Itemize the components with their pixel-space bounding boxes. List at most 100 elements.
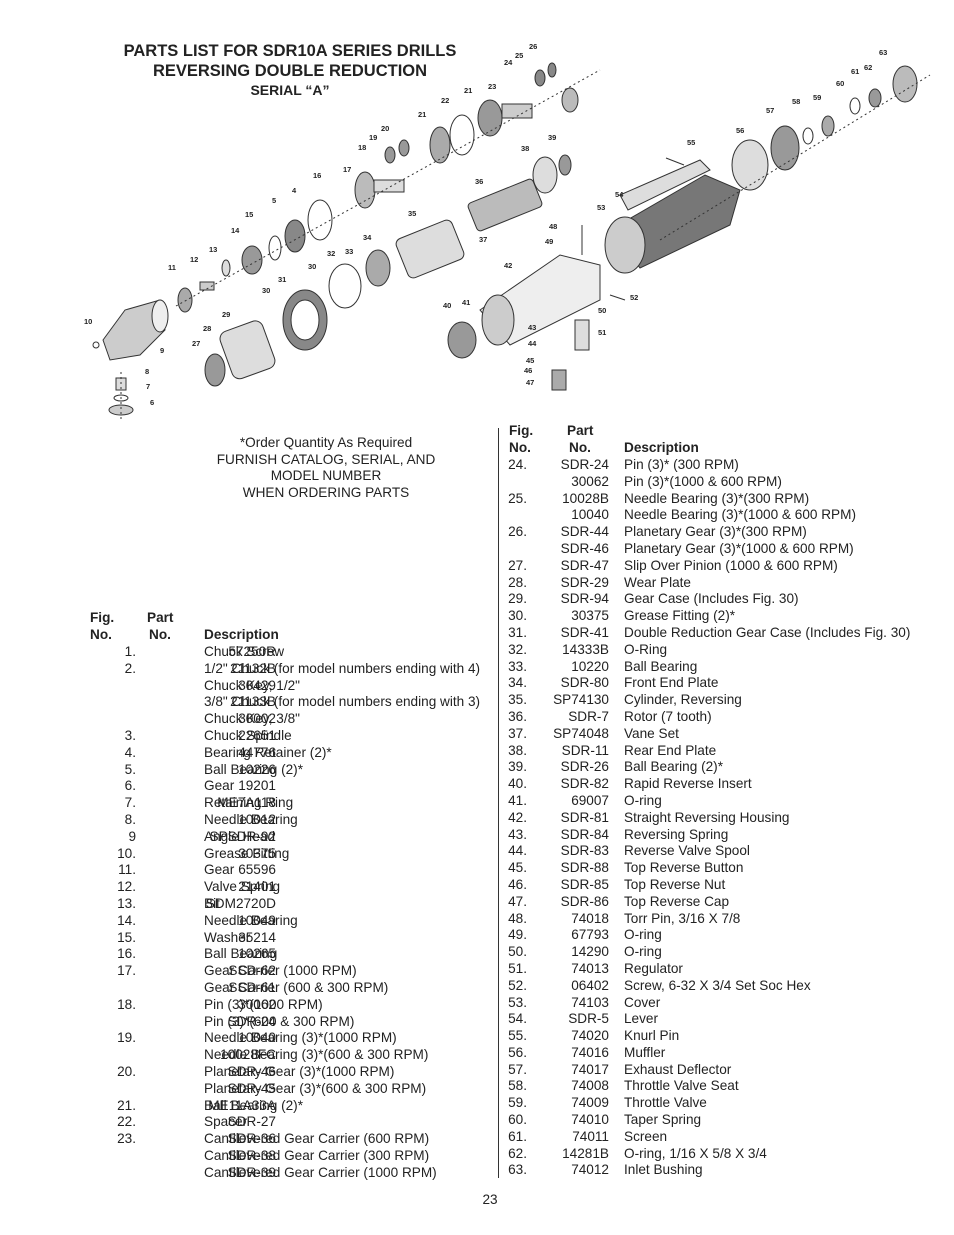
callout-label: 33 [345,247,353,256]
part-number: SDR-46 [227,1063,276,1079]
fig-number: 33. [508,658,527,674]
callout-label: 35 [408,209,416,218]
part-description: Exhaust Deflector [624,1061,732,1077]
callout-label: 62 [864,63,872,72]
part-number: 10028B [562,490,609,506]
part-number: 67793 [571,927,609,943]
part-number: 74017 [571,1061,609,1077]
part-description: Throttle Valve Seat [624,1078,739,1094]
fig-number: 57. [508,1061,527,1077]
callout-label: 15 [245,210,253,219]
part-description: Chuck Screw [204,644,285,659]
fig-number: 30. [508,608,527,624]
table-header: Fig. No. Part No. Description [505,423,925,457]
part-description: Washer [204,929,251,945]
callout-label: 27 [192,339,200,348]
part-description: Gear Carrier (1000 RPM) [204,963,357,979]
part-number: SDR-11 [561,742,609,758]
part-description: Torr Pin, 3/16 X 7/8 [624,910,741,926]
part-description: Knurl Pin [624,1028,680,1044]
part-number: SDR-88 [560,860,609,876]
part-description: Rotor (7 tooth) [624,708,712,724]
part-description: Pin (3)*(1000 RPM) [204,996,323,1012]
part-number: 74010 [571,1112,609,1128]
part-number: 74103 [571,994,609,1010]
part-number: SDR-36 [227,1131,276,1147]
part-description: Inlet Bushing [624,1162,703,1178]
part-description: O-ring [624,927,662,943]
description-header: Description [624,440,699,455]
fig-number: 40. [508,776,527,792]
callout-label: 43 [528,323,536,332]
callout-label: 59 [813,93,821,102]
part-number: 21133B [230,694,276,710]
fig-number: 32. [508,641,527,657]
part-description: Grease Fitting [204,845,290,861]
fig-number: 37. [508,725,527,741]
fig-number: 41. [508,792,527,808]
part-number: SDR-83 [560,843,609,859]
page-number: 23 [482,1192,498,1207]
callout-label: 51 [598,328,606,337]
part-number: 30375 [571,608,609,624]
part-number: ME7A118 [217,795,276,811]
fig-number: 58. [508,1078,527,1094]
fig-number: 60. [508,1112,527,1128]
fig-number: 48. [508,910,527,926]
part-number: 14290 [571,944,609,960]
part-number: SDR-80 [560,675,609,691]
fig-number: 13. [117,895,136,911]
part-number: ME11A33A [208,1097,276,1113]
part-number: SDR-46 [560,540,609,556]
fig-number: 22. [117,1114,136,1130]
note-line: FURNISH CATALOG, SERIAL, AND [216,451,436,467]
callout-label: 34 [363,233,372,242]
part-description: 1/2" Chuck (for model numbers ending wit… [204,660,481,676]
part-number: 44776 [238,744,276,760]
part-description: Ball Bearing (2)* [204,1097,303,1113]
part-number: SDR-38 [227,1147,276,1163]
fig-number: 2. [124,660,136,676]
fig-number: 21. [117,1097,136,1113]
part-description: Planetary Gear (3)*(300 RPM) [624,524,807,540]
callout-label: 30 [308,262,316,271]
fig-number: 44. [508,843,527,859]
description-header: Description [204,627,279,642]
part-description: Needle Bearing [204,912,298,928]
part-number: 30062 [571,473,609,489]
fig-number: 35. [508,692,527,708]
part-description: Cantilevered Gear Carrier (1000 RPM) [204,1164,437,1180]
fig-number: 12. [117,879,136,895]
part-number: SDR-27 [227,1114,276,1130]
fig-number: 17. [117,963,136,979]
callout-label: 20 [381,124,389,133]
part-description: Cylinder, Reversing [624,692,742,708]
callout-label: 42 [504,261,512,270]
part-description: Spacer [204,1114,248,1130]
part-description: Needle Bearing (3)*(600 & 300 RPM) [204,1047,429,1063]
fig-number: 8. [124,811,136,827]
part-description: Chuck Key, 1/2" [204,677,300,693]
part-number: 19201 [238,778,276,794]
part-description: Ball Bearing (2)* [624,759,723,775]
part-description: Needle Bearing [204,811,298,827]
part-number: SDR-7 [568,708,609,724]
callout-label: 8 [145,367,149,376]
callout-label: 49 [545,237,553,246]
callout-label: 63 [879,48,887,57]
fig-number: 42. [508,809,527,825]
